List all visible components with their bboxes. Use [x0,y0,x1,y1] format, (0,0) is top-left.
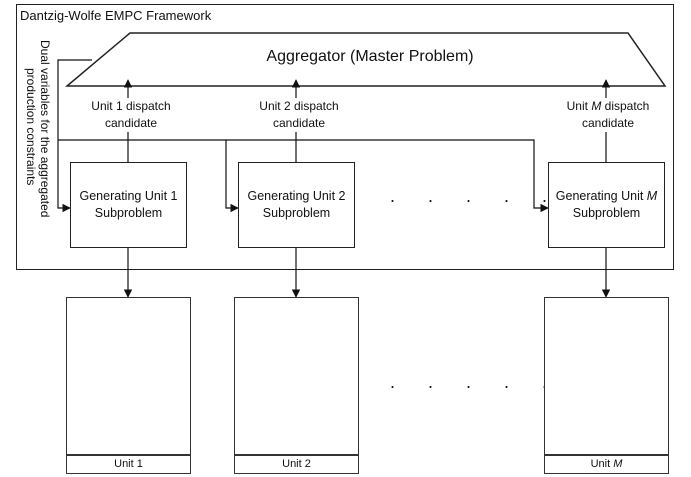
unit-box-1 [66,297,191,455]
unit-box-2 [234,297,359,455]
candidate-label-unit1: Unit 1 dispatch candidate [82,98,180,132]
unit-label-2: Unit 2 [234,455,359,474]
subproblem-box-unit1: Generating Unit 1 Subproblem [70,162,187,248]
subproblem-box-unit2: Generating Unit 2 Subproblem [238,162,355,248]
candidate-label-unit2: Unit 2 dispatch candidate [250,98,348,132]
candidate-label-unitM: Unit M dispatch candidate [556,98,660,132]
dual-variables-label: Dual variables for the aggregated produc… [24,40,64,220]
aggregator-shape [64,32,667,87]
unit-box-M [544,297,669,455]
dual-variables-line1: Dual variables for the aggregated [38,40,52,218]
unit-label-M: Unit M [544,455,669,474]
ellipsis-subproblems: . . . . . [390,186,562,206]
aggregator-label: Aggregator (Master Problem) [266,48,474,65]
ellipsis-units: . . . . . [390,372,562,392]
unit-label-1: Unit 1 [66,455,191,474]
framework-container [16,4,674,270]
framework-title: Dantzig-Wolfe EMPC Framework [20,8,212,23]
subproblem-box-unitM: Generating Unit M Subproblem [548,162,665,248]
dual-variables-line2: production constraints [24,68,38,186]
